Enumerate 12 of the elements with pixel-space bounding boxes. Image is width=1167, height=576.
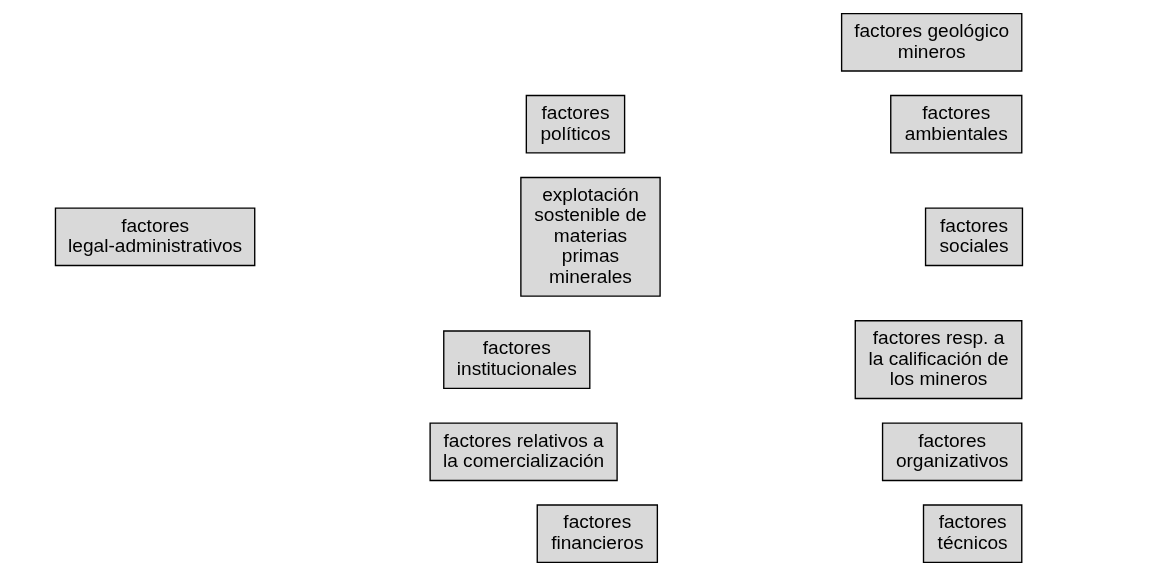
node-box: factores geológico mineros [840, 13, 1022, 72]
node-box: factores técnicos [922, 504, 1022, 563]
node-box: factores resp. a la calificación de los mineros [854, 320, 1022, 400]
node-box: factores sociales [924, 207, 1023, 267]
node-box: factores financieros [536, 504, 658, 563]
node-box: factores institucionales [442, 330, 590, 389]
node-box: factores organizativos [881, 422, 1022, 482]
node-box: explotación sostenible de materias primas minerales [519, 176, 661, 297]
node-box: factores relativos a la comercialización [428, 422, 618, 482]
node-box: factores legal-administrativos [54, 207, 255, 267]
node-box: factores políticos [525, 94, 625, 154]
node-box: factores ambientales [889, 94, 1022, 154]
